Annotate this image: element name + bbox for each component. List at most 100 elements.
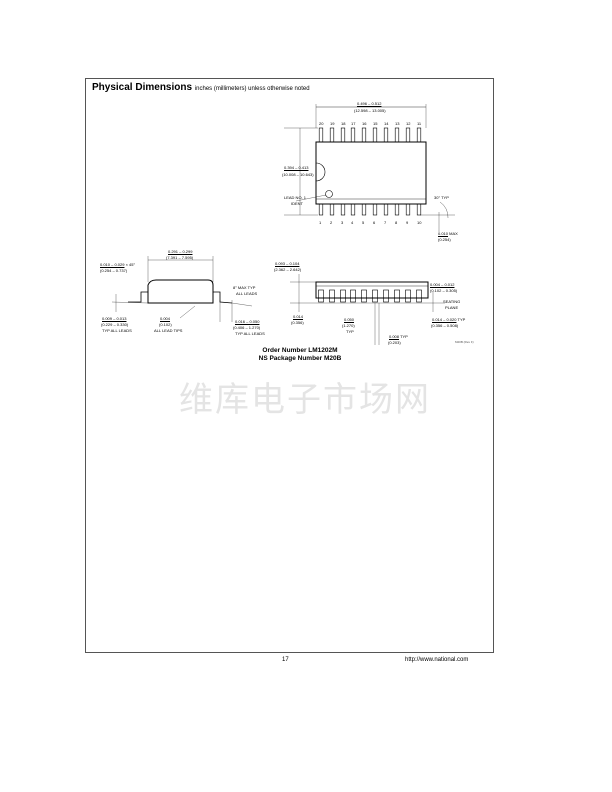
thick-note: TYP ALL LEADS	[102, 328, 132, 333]
angle-all: ALL LEADS	[236, 291, 258, 296]
thick-mm: (0.229 – 0.330)	[101, 322, 129, 327]
pitch-in: 0.050	[344, 317, 355, 322]
length-mm: (12.598 – 13.005)	[354, 108, 386, 113]
drawing-id: M20B (Rev F)	[455, 340, 474, 344]
thick-in: 0.009 – 0.013	[102, 316, 127, 321]
tips-mm: (0.102)	[159, 322, 172, 327]
body-mm: (7.391 – 7.595)	[166, 255, 194, 260]
pin-label-top: 13	[395, 121, 400, 126]
front-pin	[361, 289, 367, 303]
front-pin	[383, 289, 389, 303]
tips-in: 0.004	[160, 316, 171, 321]
side-view-body	[147, 279, 214, 304]
pin-label-top: 20	[319, 121, 324, 126]
pin-label-top: 16	[362, 121, 367, 126]
chamfer-in: 0.010 – 0.029	[100, 262, 125, 267]
lead1-ident: IDENT	[291, 201, 303, 206]
watermark: 维库电子市场网	[179, 380, 431, 420]
plane-label: PLANE	[445, 305, 459, 310]
top-pin	[329, 127, 335, 143]
front-pin	[340, 289, 346, 303]
lead-mm: (0.356 – 0.508)	[431, 323, 459, 328]
angle-label: 30° TYP	[434, 195, 449, 200]
chamfer-suffix: × 45°	[125, 262, 136, 267]
front-view-body	[315, 281, 429, 299]
stand-in: 0.004 – 0.012	[430, 282, 455, 287]
pin-label-bottom: 8	[395, 220, 398, 225]
pin-label-bottom: 7	[384, 220, 387, 225]
top-pin	[318, 127, 324, 143]
stand-mm: (0.102 – 0.305)	[430, 288, 458, 293]
angle-max: 8° MAX TYP	[233, 285, 256, 290]
top-pin	[340, 127, 346, 143]
front-pin	[372, 289, 378, 303]
bottom-pin	[416, 203, 422, 216]
top-pin	[383, 127, 389, 143]
height-in: 0.093 – 0.104	[275, 261, 300, 266]
foot-mm: (0.406 – 1.270)	[233, 325, 261, 330]
page-number: 17	[282, 657, 289, 663]
lead-suffix: TYP	[457, 317, 466, 322]
foot-note: TYP ALL LEADS	[235, 331, 265, 336]
footer-rule	[85, 652, 493, 653]
pin-label-top: 19	[330, 121, 335, 126]
pin-label-bottom: 1	[319, 220, 322, 225]
pin-label-bottom: 4	[351, 220, 354, 225]
pin-label-top: 14	[384, 121, 389, 126]
gap-in: 0.008	[389, 334, 400, 339]
pin-label-bottom: 3	[341, 220, 344, 225]
front-pin	[329, 289, 335, 303]
pin-label-bottom: 10	[417, 220, 422, 225]
max-mm: (0.254)	[438, 237, 451, 242]
top-pin	[372, 127, 378, 143]
top-pin	[394, 127, 400, 143]
pin-label-bottom: 2	[330, 220, 333, 225]
end-mm: (0.356)	[291, 320, 304, 325]
bottom-pin	[340, 203, 346, 216]
length-in: 0.496 – 0.512	[357, 101, 382, 106]
top-pin	[405, 127, 411, 143]
lead-in: 0.014 – 0.020	[432, 317, 457, 322]
height-mm: (2.362 – 2.642)	[274, 267, 302, 272]
pitch-note: TYP	[346, 329, 354, 334]
pin-label-bottom: 5	[362, 220, 365, 225]
max-in: 0.010	[438, 231, 449, 236]
pin1-dot	[325, 190, 333, 198]
lead1-label: LEAD NO. 1	[284, 195, 307, 200]
width-mm: (10.008 – 10.643)	[282, 172, 314, 177]
page-frame	[85, 78, 494, 653]
gap-suffix: TYP	[400, 334, 408, 339]
end-in: 0.014	[293, 314, 304, 319]
body-in: 0.291 – 0.299	[168, 249, 193, 254]
bottom-pin	[394, 203, 400, 216]
order-number: Order Number LM1202M	[262, 347, 338, 354]
bottom-pin	[318, 203, 324, 216]
section-heading: Physical Dimensions inches (millimeters)…	[92, 82, 310, 93]
front-pin	[394, 289, 400, 303]
package-number: NS Package Number M20B	[258, 355, 342, 362]
pin-label-bottom: 9	[406, 220, 409, 225]
width-in: 0.394 – 0.413	[284, 165, 309, 170]
gap-mm: (0.203)	[388, 340, 401, 345]
pin-label-bottom: 6	[373, 220, 376, 225]
pin1-notch	[315, 162, 326, 182]
chamfer-mm: (0.254 – 0.737)	[100, 268, 128, 273]
bottom-pin	[361, 203, 367, 216]
pin-label-top: 15	[373, 121, 378, 126]
front-pin	[416, 289, 422, 303]
top-view-body	[315, 141, 427, 205]
front-pin	[405, 289, 411, 303]
top-pin	[361, 127, 367, 143]
bottom-pin	[329, 203, 335, 216]
max-suffix: MAX	[449, 231, 458, 236]
bottom-pin	[372, 203, 378, 216]
footer-url[interactable]: http://www.national.com	[405, 657, 469, 663]
bottom-pin	[383, 203, 389, 216]
heading-note: inches (millimeters) unless otherwise no…	[194, 86, 310, 92]
bottom-pin	[350, 203, 356, 216]
pin-label-top: 17	[351, 121, 356, 126]
tips-note: ALL LEAD TIPS	[154, 328, 183, 333]
bottom-pin	[405, 203, 411, 216]
pin-label-top: 18	[341, 121, 346, 126]
